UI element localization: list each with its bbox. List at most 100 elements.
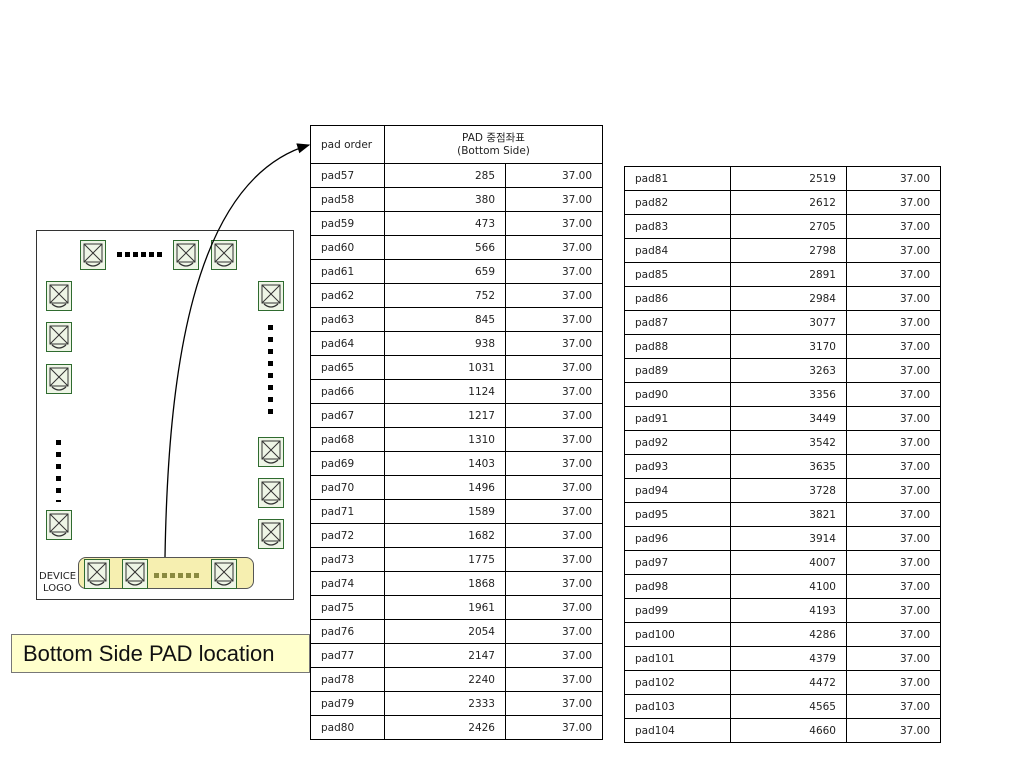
cell-x-coord: 2054: [384, 619, 506, 644]
cell-y-coord: 37.00: [504, 307, 604, 332]
cell-y-coord: 37.00: [846, 286, 941, 311]
cell-y-coord: 37.00: [846, 358, 941, 383]
cell-y-coord: 37.00: [504, 163, 604, 188]
cell-x-coord: 3170: [730, 334, 847, 359]
cell-x-coord: 1589: [384, 499, 506, 524]
pad-icon: [211, 240, 237, 270]
pad-icon: [80, 240, 106, 270]
cell-x-coord: 3449: [730, 406, 847, 431]
cell-x-coord: 1961: [384, 595, 506, 620]
cell-y-coord: 37.00: [846, 478, 941, 503]
cell-x-coord: 2333: [384, 691, 506, 716]
cell-x-coord: 2705: [730, 214, 847, 239]
cell-pad-name: pad57: [310, 163, 385, 188]
cell-y-coord: 37.00: [504, 715, 604, 740]
cell-x-coord: 3635: [730, 454, 847, 479]
cell-x-coord: 1031: [384, 355, 506, 380]
cell-x-coord: 4379: [730, 646, 847, 671]
cell-x-coord: 380: [384, 187, 506, 212]
cell-x-coord: 4100: [730, 574, 847, 599]
cell-y-coord: 37.00: [846, 694, 941, 719]
cell-pad-name: pad67: [310, 403, 385, 428]
cell-y-coord: 37.00: [504, 643, 604, 668]
cell-x-coord: 1310: [384, 427, 506, 452]
cell-pad-name: pad104: [624, 718, 731, 743]
cell-x-coord: 3077: [730, 310, 847, 335]
cell-x-coord: 4565: [730, 694, 847, 719]
continuation-dots: [268, 325, 273, 415]
cell-x-coord: 1682: [384, 523, 506, 548]
cell-x-coord: 2519: [730, 166, 847, 191]
pad-icon: [122, 559, 148, 589]
cell-y-coord: 37.00: [504, 667, 604, 692]
cell-y-coord: 37.00: [846, 670, 941, 695]
pad-glyph-icon: [261, 522, 281, 546]
cell-x-coord: 4007: [730, 550, 847, 575]
cell-pad-name: pad101: [624, 646, 731, 671]
cell-pad-name: pad92: [624, 430, 731, 455]
cell-x-coord: 4193: [730, 598, 847, 623]
cell-y-coord: 37.00: [504, 187, 604, 212]
cell-pad-name: pad100: [624, 622, 731, 647]
cell-pad-name: pad86: [624, 286, 731, 311]
cell-pad-name: pad74: [310, 571, 385, 596]
continuation-dots: [154, 573, 202, 578]
pad-icon: [173, 240, 199, 270]
cell-y-coord: 37.00: [846, 334, 941, 359]
cell-y-coord: 37.00: [846, 598, 941, 623]
cell-y-coord: 37.00: [504, 331, 604, 356]
cell-y-coord: 37.00: [504, 451, 604, 476]
cell-x-coord: 3542: [730, 430, 847, 455]
cell-pad-name: pad58: [310, 187, 385, 212]
cell-y-coord: 37.00: [846, 646, 941, 671]
pad-icon: [258, 519, 284, 549]
cell-x-coord: 4472: [730, 670, 847, 695]
cell-pad-name: pad72: [310, 523, 385, 548]
cell-x-coord: 1868: [384, 571, 506, 596]
cell-y-coord: 37.00: [846, 214, 941, 239]
cell-pad-name: pad79: [310, 691, 385, 716]
cell-pad-name: pad82: [624, 190, 731, 215]
cell-y-coord: 37.00: [846, 526, 941, 551]
cell-pad-name: pad83: [624, 214, 731, 239]
cell-pad-name: pad81: [624, 166, 731, 191]
cell-pad-name: pad59: [310, 211, 385, 236]
device-logo-line2: LOGO: [43, 583, 72, 594]
cell-pad-name: pad90: [624, 382, 731, 407]
cell-x-coord: 2147: [384, 643, 506, 668]
cell-x-coord: 566: [384, 235, 506, 260]
pad-icon: [211, 559, 237, 589]
pad-glyph-icon: [214, 243, 234, 267]
cell-pad-name: pad68: [310, 427, 385, 452]
cell-y-coord: 37.00: [846, 382, 941, 407]
cell-y-coord: 37.00: [846, 238, 941, 263]
cell-y-coord: 37.00: [504, 427, 604, 452]
pad-icon: [46, 322, 72, 352]
cell-y-coord: 37.00: [504, 523, 604, 548]
device-outline: [36, 230, 294, 600]
cell-x-coord: 473: [384, 211, 506, 236]
cell-y-coord: 37.00: [846, 310, 941, 335]
cell-pad-name: pad70: [310, 475, 385, 500]
cell-y-coord: 37.00: [846, 406, 941, 431]
cell-pad-name: pad94: [624, 478, 731, 503]
cell-x-coord: 1775: [384, 547, 506, 572]
